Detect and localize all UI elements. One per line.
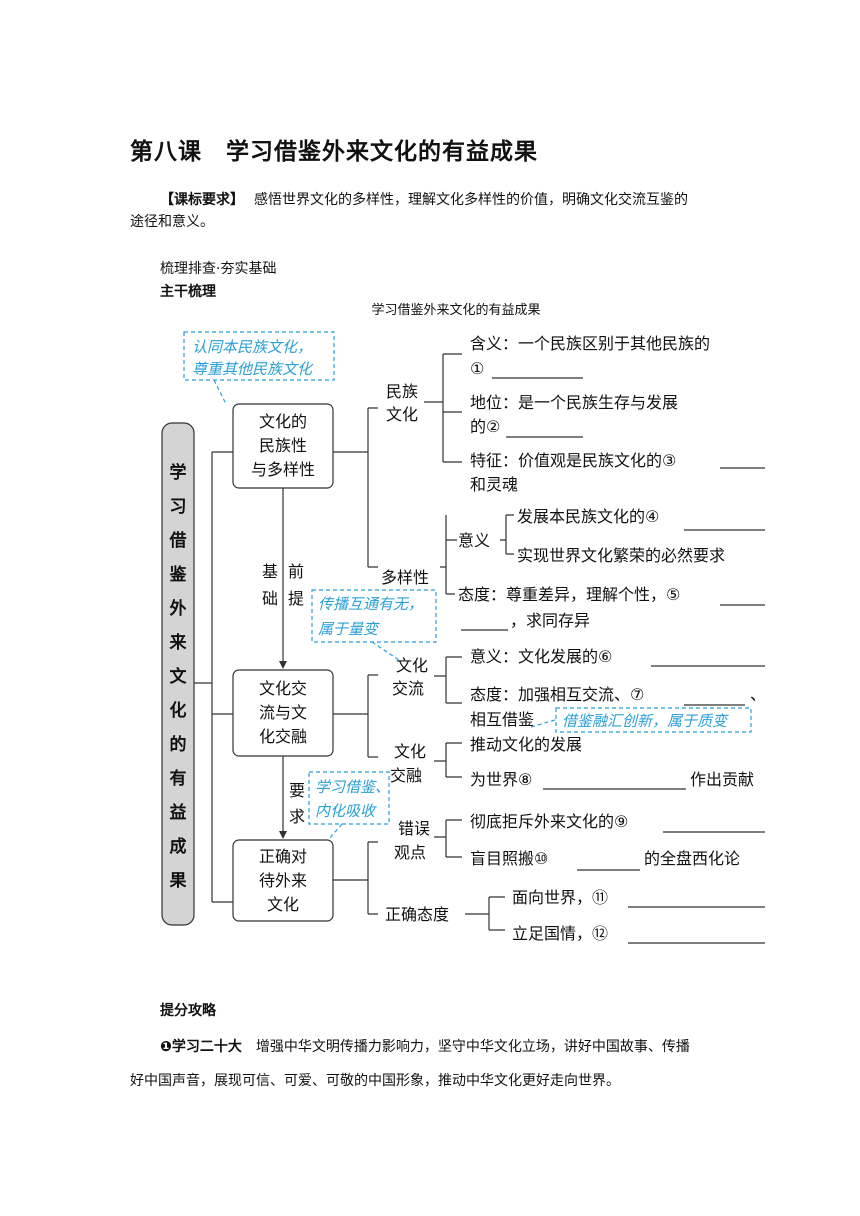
right-item-1: 面向世界，⑪ [512,888,608,907]
box2-line3: 化交融 [259,727,307,746]
tip-item: ❶学习二十大增强中华文明传播力影响力，坚守中华文化立场，讲好中国故事、传播 [160,1036,690,1056]
right-item-2: 立足国情，⑫ [512,924,608,943]
note-box-identity [183,331,335,381]
box1-line2: 民族性 [259,436,307,455]
note-exchange-line1: 传播互通有无， [318,595,423,613]
svg-text:来: 来 [169,632,188,653]
fusion-item-2b: 作出贡献 [690,770,754,789]
exchange-label-2: 交流 [392,679,424,698]
tip-text-cont: 好中国声音，展现可信、可爱、可敬的中国形象，推动中华文化更好走向世界。 [130,1073,620,1089]
nation-culture-1: 民族 [386,382,418,401]
nation-culture-2: 文化 [386,405,418,424]
diversity-meaning-2: 实现世界文化繁荣的必然要求 [517,546,725,565]
exchange-attitude-2: 相互借鉴 [470,710,534,729]
section-tips: 提分攻略 [160,1003,216,1019]
svg-text:鉴: 鉴 [169,564,188,585]
nation-status-2: 的② [470,417,500,436]
tip-label: ❶学习二十大 [160,1039,242,1055]
wrong-view-2: 观点 [394,843,426,862]
svg-text:果: 果 [170,871,187,891]
svg-text:借: 借 [169,530,187,551]
box3-line1: 正确对 [259,847,307,866]
note-identity-line2: 尊重其他民族文化 [192,360,314,378]
diversity-meaning-label: 意义 [458,531,490,550]
wrong-item-2b: 的全盘西化论 [644,849,740,868]
note-box-fusion [555,707,752,733]
box1-line1: 文化的 [259,412,307,431]
note-exchange-line2: 属于量变 [318,620,380,638]
fusion-item-1: 推动文化的发展 [470,735,582,754]
box1-line3: 与多样性 [251,460,315,479]
svg-text:的: 的 [170,734,187,755]
diversity-attitude-1: 态度：尊重差异，理解个性，⑤ [458,585,680,604]
root-box [161,422,195,926]
nation-status-1: 地位：是一个民族生存与发展 [470,393,678,412]
requirement-text-cont: 途径和意义。 [130,214,214,230]
exchange-meaning: 意义：文化发展的⑥ [470,647,612,666]
nation-feature-1: 特征：价值观是民族文化的③ [470,451,676,470]
lesson-title: 第八课 学习借鉴外来文化的有益成果 [130,139,538,165]
nation-feature-2: 和灵魂 [470,475,518,494]
note-identity-line1: 认同本民族文化， [192,338,312,356]
box3-line2: 待外来 [259,871,307,890]
svg-text:有: 有 [170,768,187,789]
diagram-caption: 学习借鉴外来文化的有益成果 [371,302,540,318]
diversity-meaning-1: 发展本民族文化的④ [517,507,659,526]
requirement-text: 感悟世界文化的多样性，理解文化多样性的价值，明确文化交流互鉴的 [254,192,688,208]
fusion-item-2a: 为世界⑧ [470,770,532,789]
basis-label-1: 基 [262,562,278,581]
requirement-label: 【课标要求】 [160,192,244,208]
svg-text:成: 成 [170,836,187,857]
nation-meaning-1: 含义：一个民族区别于其他民族的 [470,334,710,353]
require-label-1: 要 [289,781,305,800]
fusion-label-1: 文化 [394,742,426,761]
basis-label-2: 础 [262,589,278,608]
root-label: 学 习 借 鉴 外 来 文 化 的 有 益 成 果 [169,462,188,891]
svg-text:化: 化 [170,700,187,721]
exchange-label-1: 文化 [396,656,428,675]
curriculum-requirement: 【课标要求】感悟世界文化的多样性，理解文化多样性的价值，明确文化交流互鉴的 [160,188,745,213]
note-box-learning [308,771,390,825]
exchange-attitude-1: 态度：加强相互交流、⑦ [470,685,644,704]
fusion-label-2: 交融 [390,766,422,785]
premise-label-1: 前 [288,562,304,581]
nation-meaning-2: ① [470,359,484,378]
note-learning-line1: 学习借鉴、 [315,778,390,796]
wrong-item-1: 彻底拒斥外来文化的⑨ [470,812,628,831]
tip-text: 增强中华文明传播力影响力，坚守中华文化立场，讲好中国故事、传播 [255,1039,690,1055]
svg-text:习: 习 [170,497,187,517]
box3-line3: 文化 [267,895,299,914]
right-attitude-label: 正确态度 [385,905,449,924]
diversity-label: 多样性 [381,568,429,587]
svg-text:外: 外 [170,598,187,619]
box2-line1: 文化交 [259,679,307,698]
svg-text:文: 文 [170,666,188,687]
wrong-view-1: 错误 [398,819,430,838]
note-learning-line2: 内化吸收 [315,802,377,820]
require-label-2: 求 [289,807,305,826]
svg-text:益: 益 [170,802,187,823]
section-main-outline: 主干梳理 [160,284,216,300]
box2-line2: 流与文 [259,703,307,722]
section-review: 梳理排查·夯实基础 [160,261,277,277]
premise-label-2: 提 [288,589,304,608]
svg-text:学: 学 [170,462,187,483]
note-box-exchange [311,589,437,643]
wrong-item-2a: 盲目照搬⑩ [470,849,548,868]
note-fusion: 借鉴融汇创新，属于质变 [562,712,729,730]
diversity-attitude-2: ，求同存异 [510,611,590,630]
exchange-attitude-comma: 、 [750,685,766,704]
